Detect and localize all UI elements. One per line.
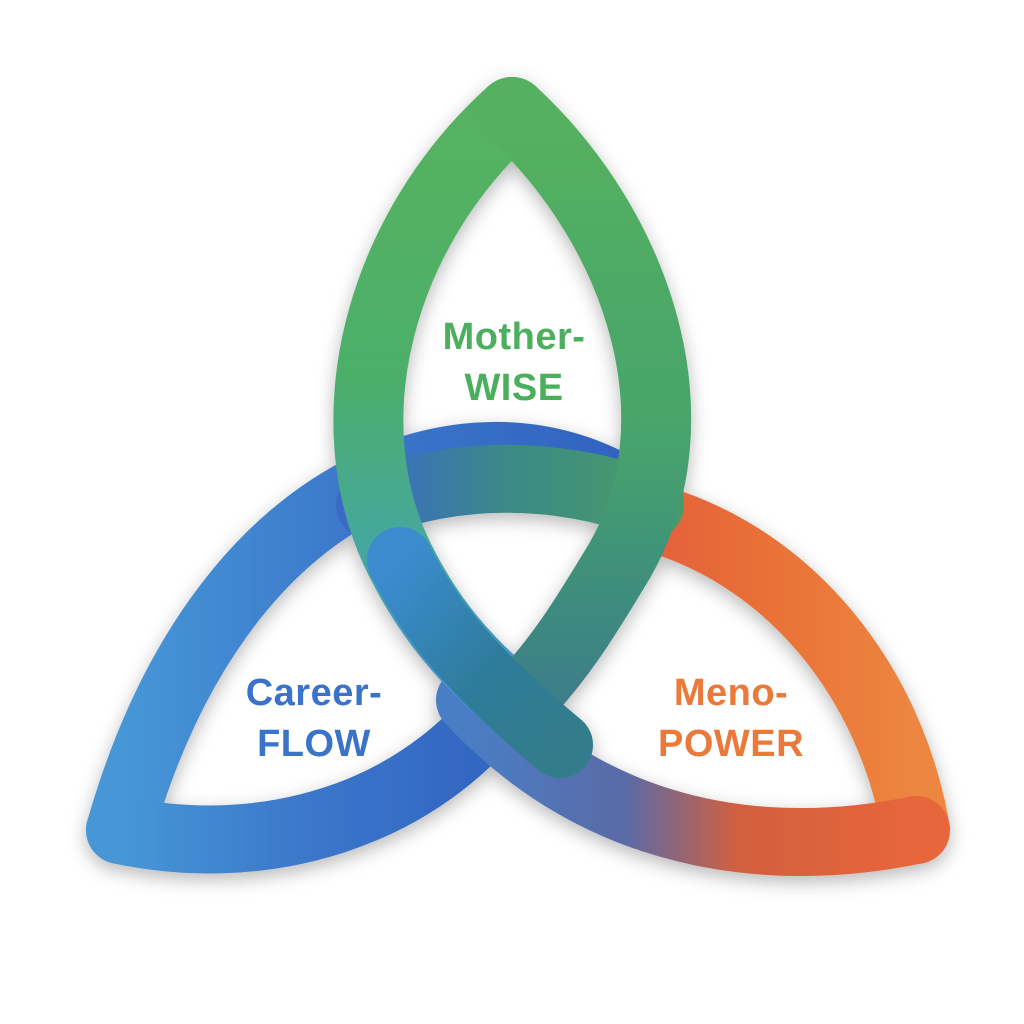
- knot-arc-center-cross: [367, 527, 593, 778]
- label-mother-wise-line2: WISE: [464, 367, 564, 409]
- label-meno-power: Meno- POWER: [631, 668, 831, 770]
- knot-arc-top-right: [477, 77, 692, 735]
- label-career-flow: Career- FLOW: [214, 668, 414, 770]
- label-meno-power-line2: POWER: [657, 723, 805, 765]
- knot-arc-right-outer: [626, 486, 950, 864]
- label-mother-wise-line1: Mother-: [442, 316, 586, 358]
- label-career-flow-line2: FLOW: [257, 723, 371, 765]
- label-mother-wise: Mother- WISE: [414, 312, 614, 414]
- label-meno-power-line1: Meno-: [673, 672, 789, 714]
- label-career-flow-line1: Career-: [245, 672, 383, 714]
